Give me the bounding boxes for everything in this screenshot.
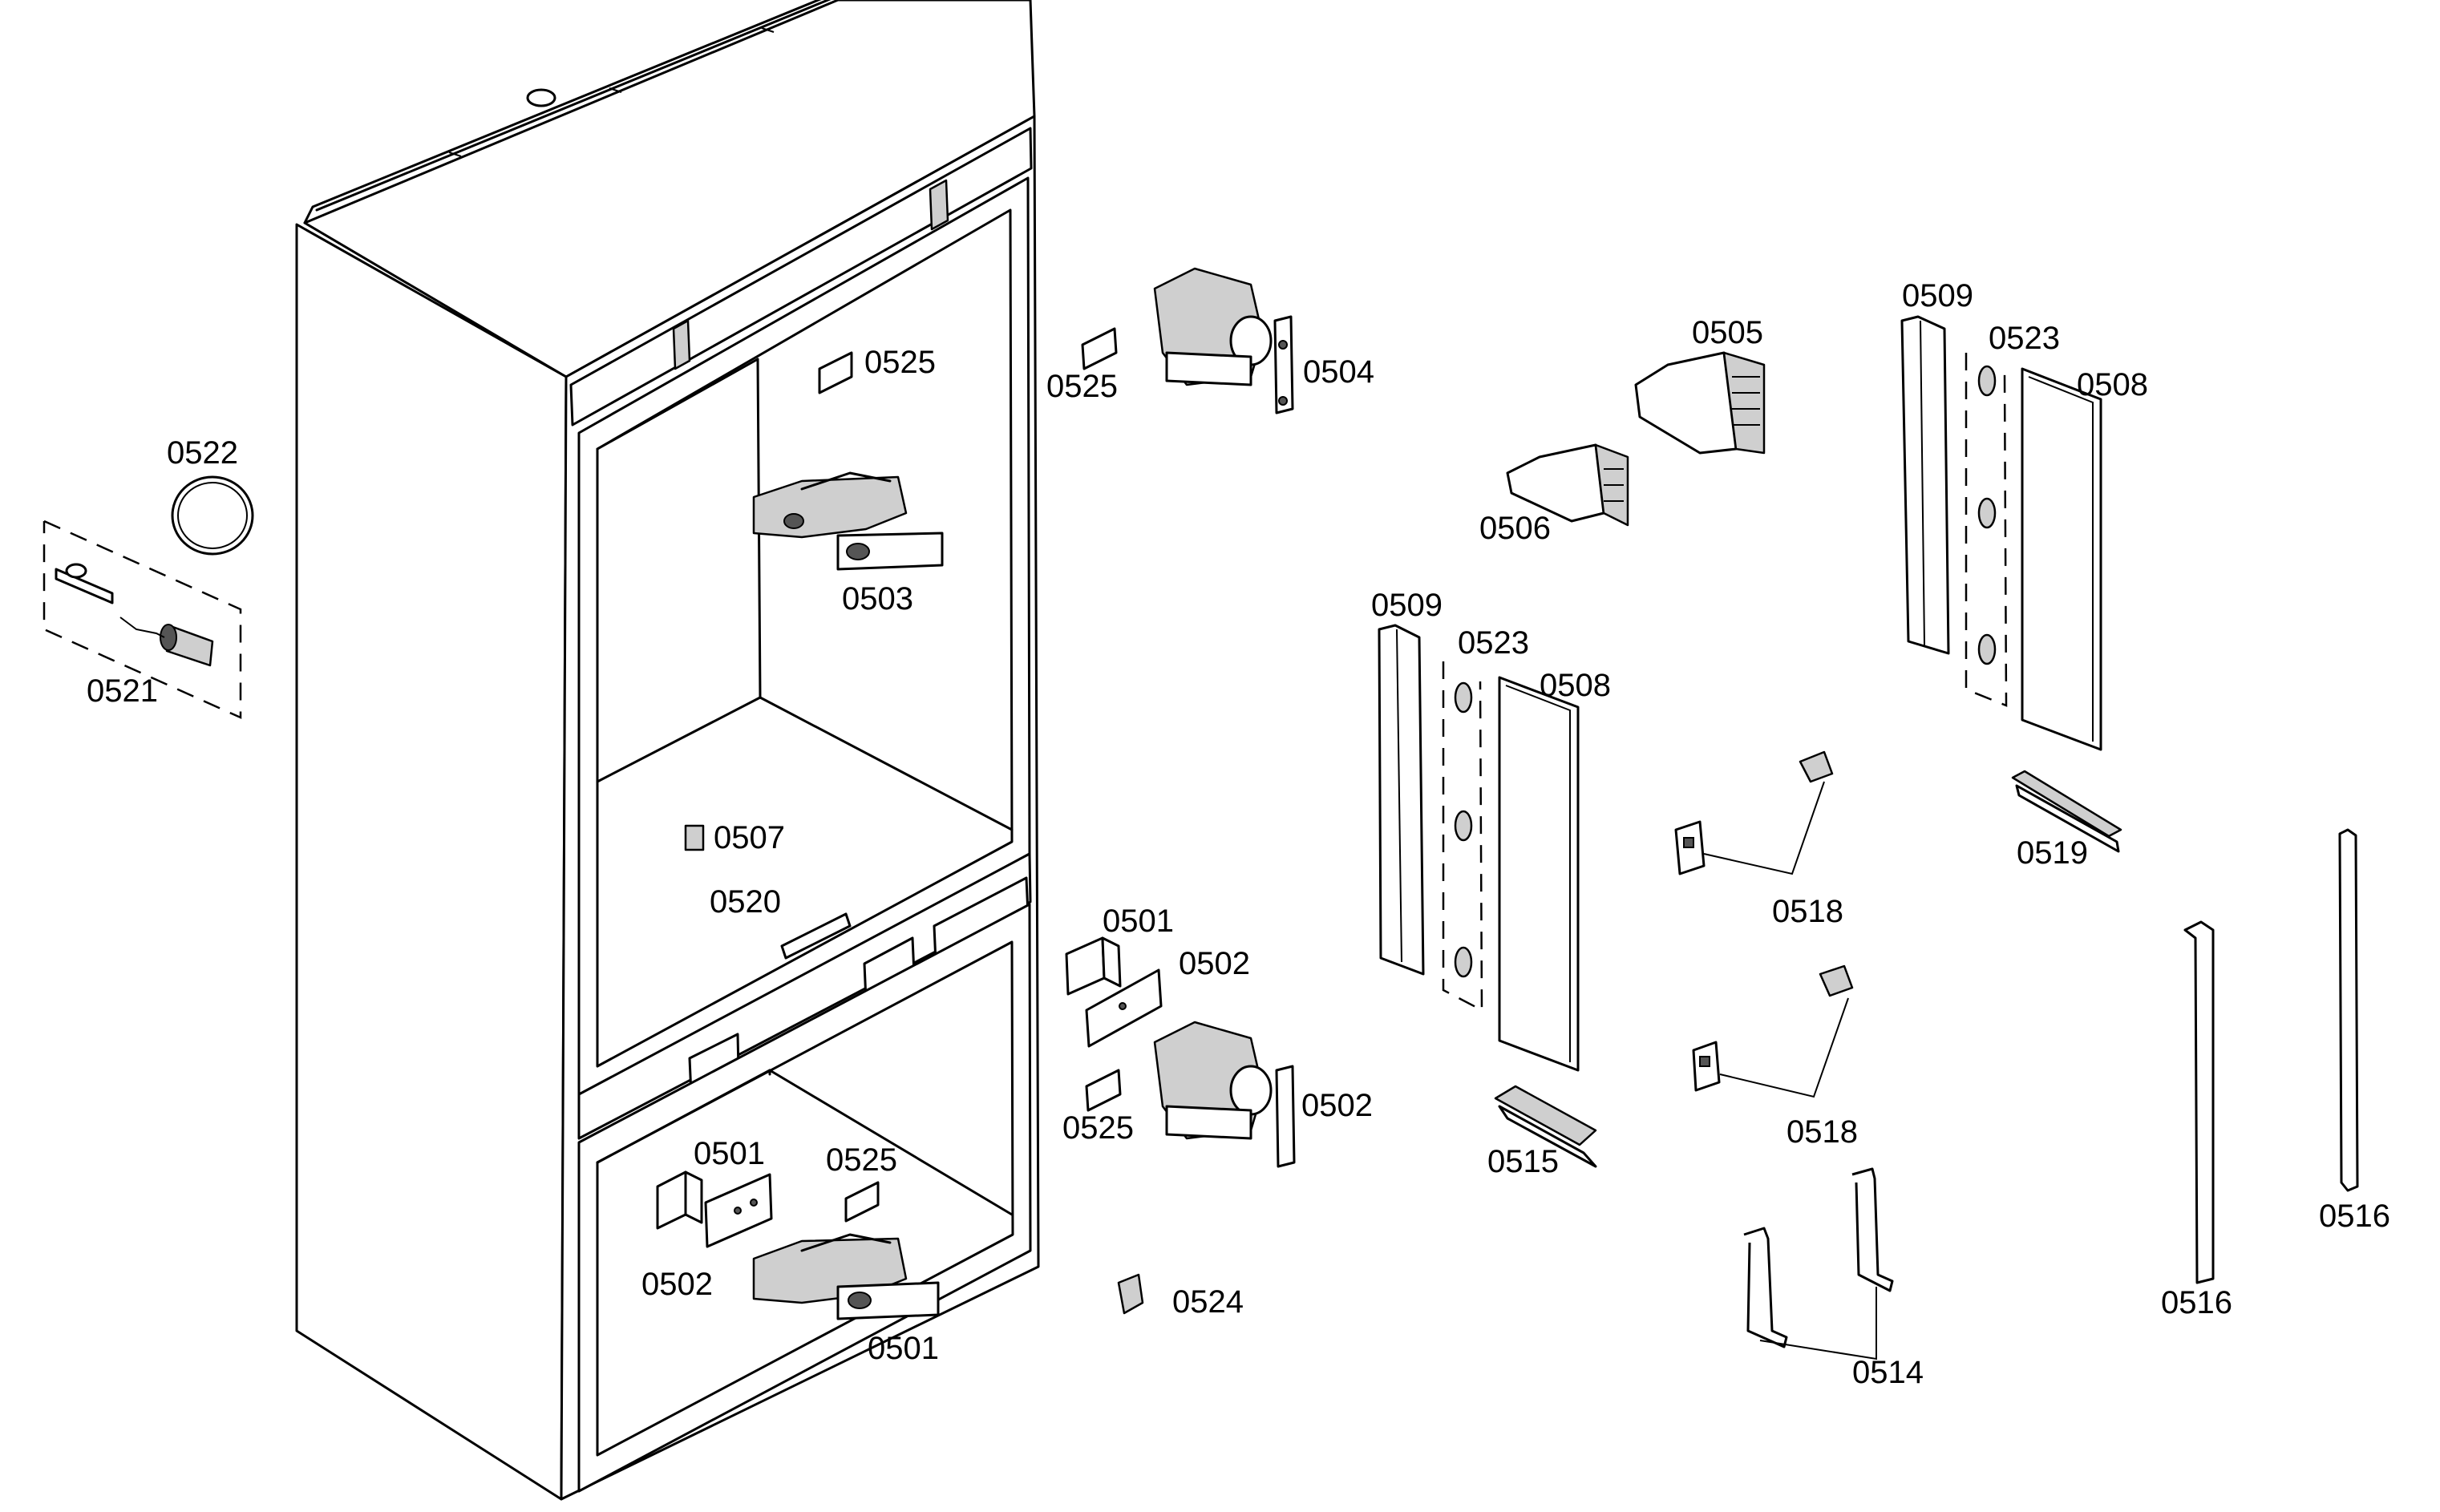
label-0525-b: 0525 — [1046, 369, 1118, 404]
seal-ring-0522 — [171, 475, 254, 556]
label-0515: 0515 — [1487, 1144, 1559, 1179]
cover-0506 — [1506, 443, 1629, 527]
refrigerator-cabinet — [295, 0, 1040, 1501]
bar-0520 — [780, 912, 852, 960]
label-0502-b: 0502 — [1301, 1088, 1373, 1123]
rail-0519 — [2011, 770, 2122, 853]
label-0520: 0520 — [710, 884, 781, 920]
label-0501-a: 0501 — [1103, 904, 1174, 939]
label-0521: 0521 — [87, 673, 158, 709]
trim-0509-lower — [1378, 624, 1425, 976]
hinge-0502-right — [1153, 1021, 1296, 1168]
label-0523-a: 0523 — [1989, 321, 2060, 356]
label-0503: 0503 — [842, 581, 913, 617]
label-0525-a: 0525 — [864, 345, 936, 380]
label-0525-d: 0525 — [826, 1142, 897, 1178]
panel-0523-upper — [1965, 353, 2008, 707]
label-0523-b: 0523 — [1458, 625, 1529, 661]
label-0514: 0514 — [1852, 1355, 1924, 1390]
label-0508-a: 0508 — [2077, 367, 2148, 402]
label-sticker-upper — [818, 351, 853, 394]
label-0505: 0505 — [1692, 315, 1763, 350]
label-0501-b: 0501 — [694, 1136, 765, 1171]
clips-0518-lower — [1692, 964, 1854, 1098]
bracket-0502-right — [1085, 968, 1163, 1048]
hinge-0501-lower — [752, 1233, 940, 1320]
strip-0516-left — [2183, 920, 2215, 1284]
part-labels: 0525 0525 0504 0522 0503 0521 0505 0506 … — [87, 278, 2390, 1390]
label-0509-a: 0509 — [1902, 278, 1973, 313]
label-0507: 0507 — [714, 820, 785, 855]
brackets-0514 — [1743, 1167, 1894, 1360]
bracket-0501-right — [1065, 936, 1122, 996]
clip-0507 — [684, 824, 705, 851]
rail-0515 — [1494, 1085, 1597, 1168]
label-0519: 0519 — [2017, 835, 2088, 871]
label-0501-c: 0501 — [868, 1331, 939, 1366]
label-0518-b: 0518 — [1787, 1114, 1858, 1150]
glass-0508-upper — [2021, 367, 2102, 751]
label-0518-a: 0518 — [1772, 894, 1843, 929]
label-0502-c: 0502 — [641, 1267, 713, 1302]
clip-0524 — [1117, 1273, 1144, 1315]
trim-0509-upper — [1900, 315, 1950, 655]
label-0516-b: 0516 — [2161, 1285, 2232, 1320]
label-sticker-lower — [844, 1181, 880, 1223]
glass-0508-lower — [1498, 676, 1580, 1072]
clips-0518-upper — [1674, 750, 1834, 875]
label-0524: 0524 — [1172, 1284, 1244, 1320]
label-0506: 0506 — [1479, 511, 1551, 546]
strip-0516-right — [2338, 828, 2359, 1192]
label-0509-b: 0509 — [1371, 588, 1443, 623]
hinge-0504 — [1153, 267, 1294, 414]
bracket-0501-left — [656, 1170, 703, 1230]
panel-0523-lower — [1442, 661, 1483, 1013]
cover-0505 — [1634, 351, 1766, 455]
label-0508-b: 0508 — [1540, 668, 1611, 703]
bracket-0502-left — [704, 1173, 773, 1248]
label-sticker-0525-right-upper — [1081, 327, 1118, 370]
label-0502-a: 0502 — [1179, 946, 1250, 981]
label-0504: 0504 — [1303, 354, 1374, 390]
label-0525-c: 0525 — [1062, 1110, 1134, 1146]
label-sticker-0525-right-lower — [1085, 1069, 1122, 1112]
kit-0521 — [42, 519, 242, 719]
label-0522: 0522 — [167, 435, 238, 471]
label-0516-a: 0516 — [2319, 1199, 2390, 1234]
hinge-0503 — [752, 471, 944, 571]
